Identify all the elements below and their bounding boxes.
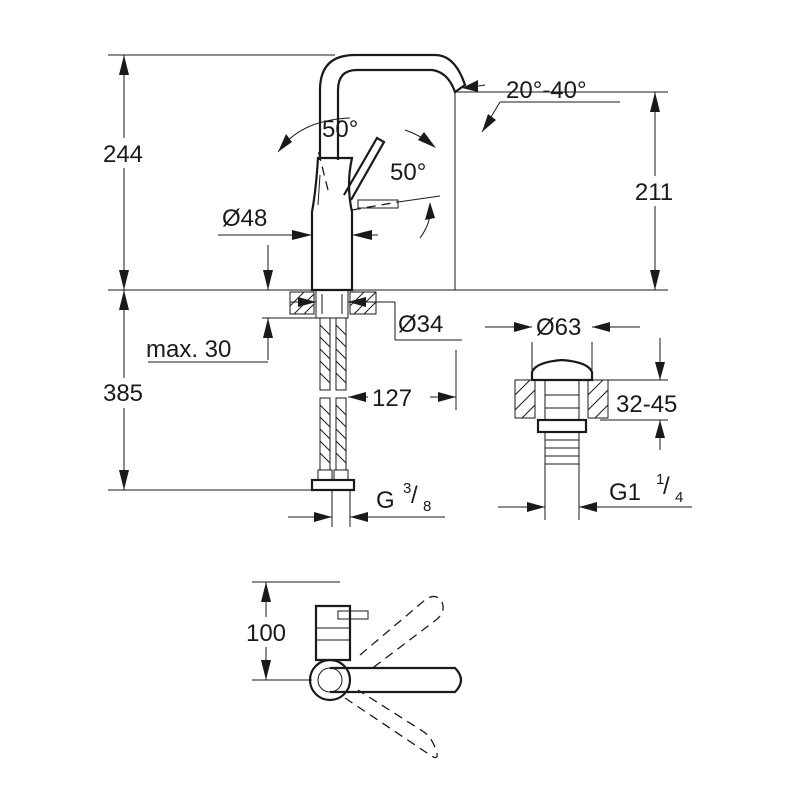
dimension-48: Ø48 xyxy=(218,205,378,240)
dim-385-label: 385 xyxy=(103,380,143,407)
lever-alt-position-2 xyxy=(351,201,399,211)
body-highlight xyxy=(317,174,321,206)
fraction-slash-2: / xyxy=(663,473,670,500)
dim-g1-num: 1 xyxy=(656,471,664,488)
dim-211-label: 211 xyxy=(635,179,673,206)
waste-drain-view xyxy=(514,358,609,465)
plan-aerator xyxy=(337,610,369,620)
dimension-g1-14: G1 1 / 4 xyxy=(498,464,692,520)
faucet-body xyxy=(310,156,354,292)
flexible-hoses xyxy=(310,317,356,492)
dim-48-label: Ø48 xyxy=(222,205,267,232)
dim-34-label: Ø34 xyxy=(398,311,443,338)
dim-g1-label: G1 xyxy=(609,479,641,506)
dimension-385: 385 xyxy=(88,290,350,491)
dim-swivel-label: 20°-40° xyxy=(506,77,587,104)
dimension-swivel: 20°-40° xyxy=(462,77,620,133)
dim-g38-num: 3 xyxy=(403,480,411,497)
faucet-spout xyxy=(318,53,467,160)
dimension-g38: G 3 / 8 xyxy=(288,480,445,527)
dimension-max30: max. 30 xyxy=(146,245,318,363)
dimension-lever-top: 50° xyxy=(277,116,436,153)
waste-cap xyxy=(530,358,594,382)
plan-body-outer xyxy=(308,658,352,702)
plan-view xyxy=(308,595,463,759)
dim-lever-side-label: 50° xyxy=(390,159,426,186)
dimension-lever-side: 50° xyxy=(390,159,441,239)
plan-lever-swing-upper xyxy=(359,595,444,671)
mounting-nut xyxy=(315,289,349,319)
dimension-34: Ø34 xyxy=(290,297,462,341)
dim-g1-den: 4 xyxy=(675,489,683,506)
waste-body xyxy=(544,379,580,421)
dim-244-label: 244 xyxy=(103,141,143,168)
dimension-244: 244 xyxy=(92,54,335,290)
dimension-127: 127 xyxy=(348,350,457,412)
plan-lever-swing-lower xyxy=(344,689,438,759)
dim-g38-letter: G xyxy=(376,487,395,514)
faucet-front-view xyxy=(108,53,668,492)
dimension-211: 211 xyxy=(454,91,686,290)
dim-32-45-label: 32-45 xyxy=(616,391,677,418)
plan-lever xyxy=(330,666,463,694)
waste-nut xyxy=(536,418,588,434)
dimension-32-45: 32-45 xyxy=(600,338,677,450)
dim-63-label: Ø63 xyxy=(536,314,581,341)
dim-100-label: 100 xyxy=(246,620,286,647)
faucet-lever xyxy=(343,136,386,201)
lever-alt-position xyxy=(317,149,329,191)
fraction-slash: / xyxy=(411,482,418,509)
plan-body-inner xyxy=(317,667,343,693)
dim-g38-den: 8 xyxy=(423,498,431,515)
dim-max30-label: max. 30 xyxy=(146,336,231,363)
dimension-100: 100 xyxy=(238,581,340,681)
dimension-63: Ø63 xyxy=(485,314,640,370)
lever-alt-handle xyxy=(357,199,399,209)
dim-lever-top-label: 50° xyxy=(322,116,358,143)
dim-127-label: 127 xyxy=(372,385,412,412)
plan-spout xyxy=(314,604,352,662)
